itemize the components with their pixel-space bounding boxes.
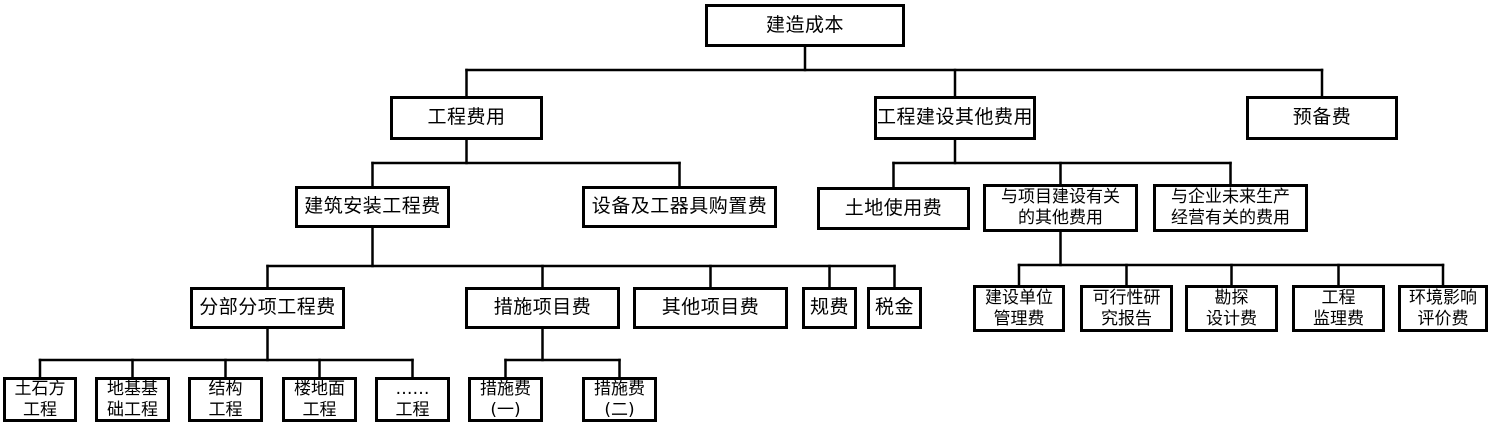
node-label: 措施项目费 (493, 296, 592, 319)
node-label: 工程 (208, 399, 243, 420)
node-project-related-other: 与项目建设有关的其他费用 (983, 184, 1138, 232)
node-subdivision-works: 分部分项工程费 (190, 287, 345, 329)
node-other-construction-cost: 工程建设其他费用 (874, 96, 1036, 140)
node-future-operation: 与企业未来生产经营有关的费用 (1153, 184, 1308, 232)
node-label: 工程 (23, 399, 57, 420)
node-label: 究报告 (1101, 308, 1152, 329)
node-label: 工程费用 (427, 106, 506, 129)
node-label: 管理费 (993, 308, 1045, 329)
node-label: 环境影响 (1409, 287, 1477, 308)
node-label: 工程 (395, 399, 430, 420)
node-regulation-fees: 规费 (802, 287, 857, 329)
node-label: (二) (604, 399, 635, 420)
node-label: 设备及工器具购置费 (591, 195, 768, 218)
node-label: 经营有关的费用 (1171, 208, 1290, 228)
node-land-use: 土地使用费 (817, 187, 970, 230)
node-structure: 结构工程 (188, 377, 263, 422)
node-label: 础工程 (107, 399, 158, 420)
node-survey-design: 勘探设计费 (1185, 285, 1278, 332)
node-label: 地基基 (107, 378, 158, 399)
node-earthwork: 土石方工程 (3, 377, 77, 422)
node-owner-management: 建设单位管理费 (973, 285, 1065, 332)
node-label: …… (395, 378, 430, 399)
node-label: 楼地面 (294, 378, 345, 399)
node-foundation: 地基基础工程 (95, 377, 170, 422)
node-taxes: 税金 (867, 287, 922, 329)
node-label: 监理费 (1313, 308, 1364, 329)
node-label: 预备费 (1292, 106, 1352, 129)
node-root: 建造成本 (705, 4, 905, 47)
node-label: 与企业未来生产 (1171, 187, 1290, 208)
node-equipment-tools: 设备及工器具购置费 (582, 186, 777, 228)
node-label: 结构 (208, 378, 243, 399)
node-environment-assessment: 环境影响评价费 (1398, 285, 1488, 332)
node-label: 其他项目费 (661, 296, 760, 319)
node-reserve-fee: 预备费 (1246, 96, 1398, 140)
node-label: 工程 (1321, 287, 1356, 308)
node-feasibility-study: 可行性研究报告 (1080, 285, 1173, 332)
node-label: 土地使用费 (844, 196, 943, 219)
node-measure-fee-2: 措施费(二) (582, 377, 657, 422)
node-project-cost: 工程费用 (390, 96, 543, 140)
node-label: 措施费 (480, 378, 531, 399)
node-construction-installation: 建筑安装工程费 (295, 186, 450, 228)
node-etc-works: ……工程 (375, 377, 450, 422)
node-label: 建设单位 (985, 287, 1053, 308)
node-label: 土石方 (14, 378, 66, 399)
node-label: 勘探 (1214, 287, 1249, 308)
node-label: 工程建设其他费用 (877, 106, 1034, 129)
node-label: (一) (490, 399, 521, 420)
node-label: 建筑安装工程费 (304, 195, 441, 218)
node-label: 建造成本 (765, 13, 844, 36)
node-label: 工程 (302, 399, 337, 420)
node-label: 措施费 (594, 378, 645, 399)
node-measure-items: 措施项目费 (465, 287, 620, 329)
node-label: 设计费 (1206, 308, 1257, 329)
node-label: 税金 (874, 296, 914, 319)
node-floor-surface: 楼地面工程 (282, 377, 357, 422)
node-label: 的其他费用 (1018, 208, 1103, 228)
node-label: 分部分项工程费 (199, 296, 336, 319)
node-label: 与项目建设有关 (1001, 187, 1120, 208)
node-label: 可行性研 (1092, 287, 1161, 308)
node-other-items: 其他项目费 (633, 287, 788, 329)
node-label: 规费 (809, 296, 849, 319)
node-supervision: 工程监理费 (1292, 285, 1385, 332)
node-measure-fee-1: 措施费(一) (468, 377, 543, 422)
node-label: 评价费 (1417, 308, 1469, 329)
